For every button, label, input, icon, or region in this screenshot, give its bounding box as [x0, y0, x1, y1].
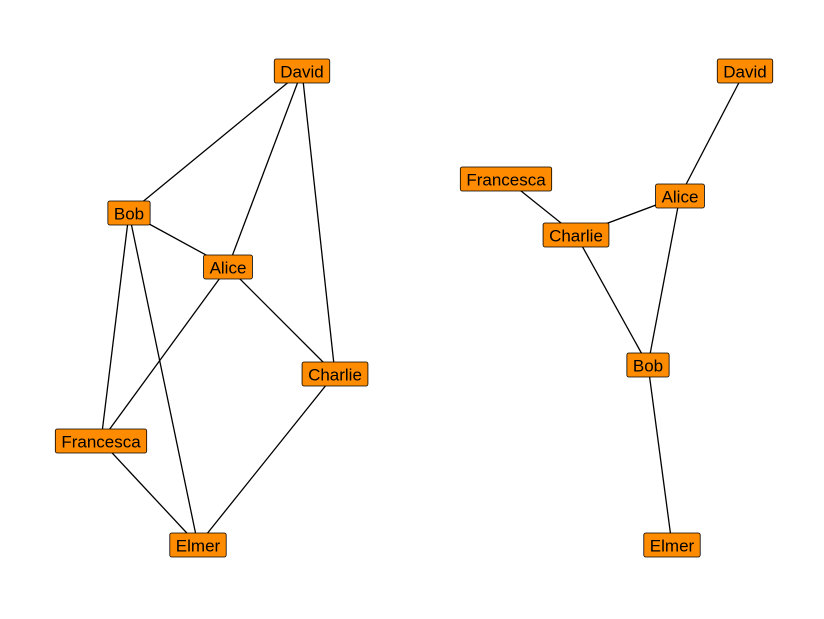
- right-graph-node-charlie: Charlie: [542, 222, 610, 248]
- right-graph-node-label-elmer: Elmer: [650, 537, 695, 556]
- right-graph-edges: [505, 70, 746, 546]
- left-graph-node-label-francesca: Francesca: [61, 433, 141, 452]
- right-graph-edge-alice-bob: [647, 195, 681, 366]
- right-graph-edge-david-alice: [679, 70, 746, 197]
- left-graph-edge-david-alice: [227, 70, 303, 268]
- left-graph-node-label-bob: Bob: [114, 205, 144, 224]
- left-graph-node-david: David: [273, 58, 331, 84]
- right-graph-node-box-francesca: [459, 166, 553, 192]
- right-graph-edge-bob-elmer: [647, 364, 673, 546]
- right-graph-node-elmer: Elmer: [643, 532, 701, 558]
- left-graph-node-bob: Bob: [107, 200, 151, 226]
- right-graph-edge-charlie-bob: [575, 234, 649, 366]
- right-graph-node-bob: Bob: [626, 352, 670, 378]
- left-graph-node-box-david: [273, 58, 331, 84]
- right-graph-node-label-alice: Alice: [662, 188, 699, 207]
- left-graph-edges: [100, 70, 336, 546]
- left-graph-edge-david-bob: [128, 70, 303, 214]
- left-graph-edge-bob-elmer: [128, 212, 199, 546]
- left-graph-node-label-charlie: Charlie: [308, 366, 362, 385]
- left-graph-edge-bob-francesca: [100, 212, 130, 442]
- left-graph-node-label-elmer: Elmer: [176, 537, 221, 556]
- left-graph-node-charlie: Charlie: [301, 361, 369, 387]
- left-graph-node-box-francesca: [54, 428, 148, 454]
- left-graph-edge-david-charlie: [301, 70, 336, 375]
- left-graph-node-elmer: Elmer: [169, 532, 227, 558]
- right-graph-node-label-francesca: Francesca: [466, 171, 546, 190]
- right-graph-node-francesca: Francesca: [459, 166, 553, 192]
- right-graph-node-alice: Alice: [655, 183, 705, 209]
- right-graph-node-box-alice: [655, 183, 705, 209]
- left-graph-node-label-alice: Alice: [210, 259, 247, 278]
- left-graph-edge-francesca-elmer: [100, 440, 199, 546]
- right-graph-node-label-bob: Bob: [633, 357, 663, 376]
- left-graph-node-box-bob: [107, 200, 151, 226]
- left-graph-edge-alice-charlie: [227, 266, 336, 375]
- right-graph-node-box-bob: [626, 352, 670, 378]
- right-graph-node-box-david: [716, 58, 774, 84]
- left-graph-edge-charlie-elmer: [197, 373, 336, 546]
- left-graph-node-box-alice: [203, 254, 253, 280]
- right-graph-node-box-charlie: [542, 222, 610, 248]
- left-graph-edge-alice-francesca: [100, 266, 229, 442]
- left-graph-node-box-charlie: [301, 361, 369, 387]
- left-graph-node-alice: Alice: [203, 254, 253, 280]
- right-graph-node-label-david: David: [723, 63, 766, 82]
- right-graph-node-david: David: [716, 58, 774, 84]
- right-graph-node-label-charlie: Charlie: [549, 227, 603, 246]
- right-graph-node-box-elmer: [643, 532, 701, 558]
- left-graph-node-box-elmer: [169, 532, 227, 558]
- left-graph-node-label-david: David: [280, 63, 323, 82]
- left-graph-node-francesca: Francesca: [54, 428, 148, 454]
